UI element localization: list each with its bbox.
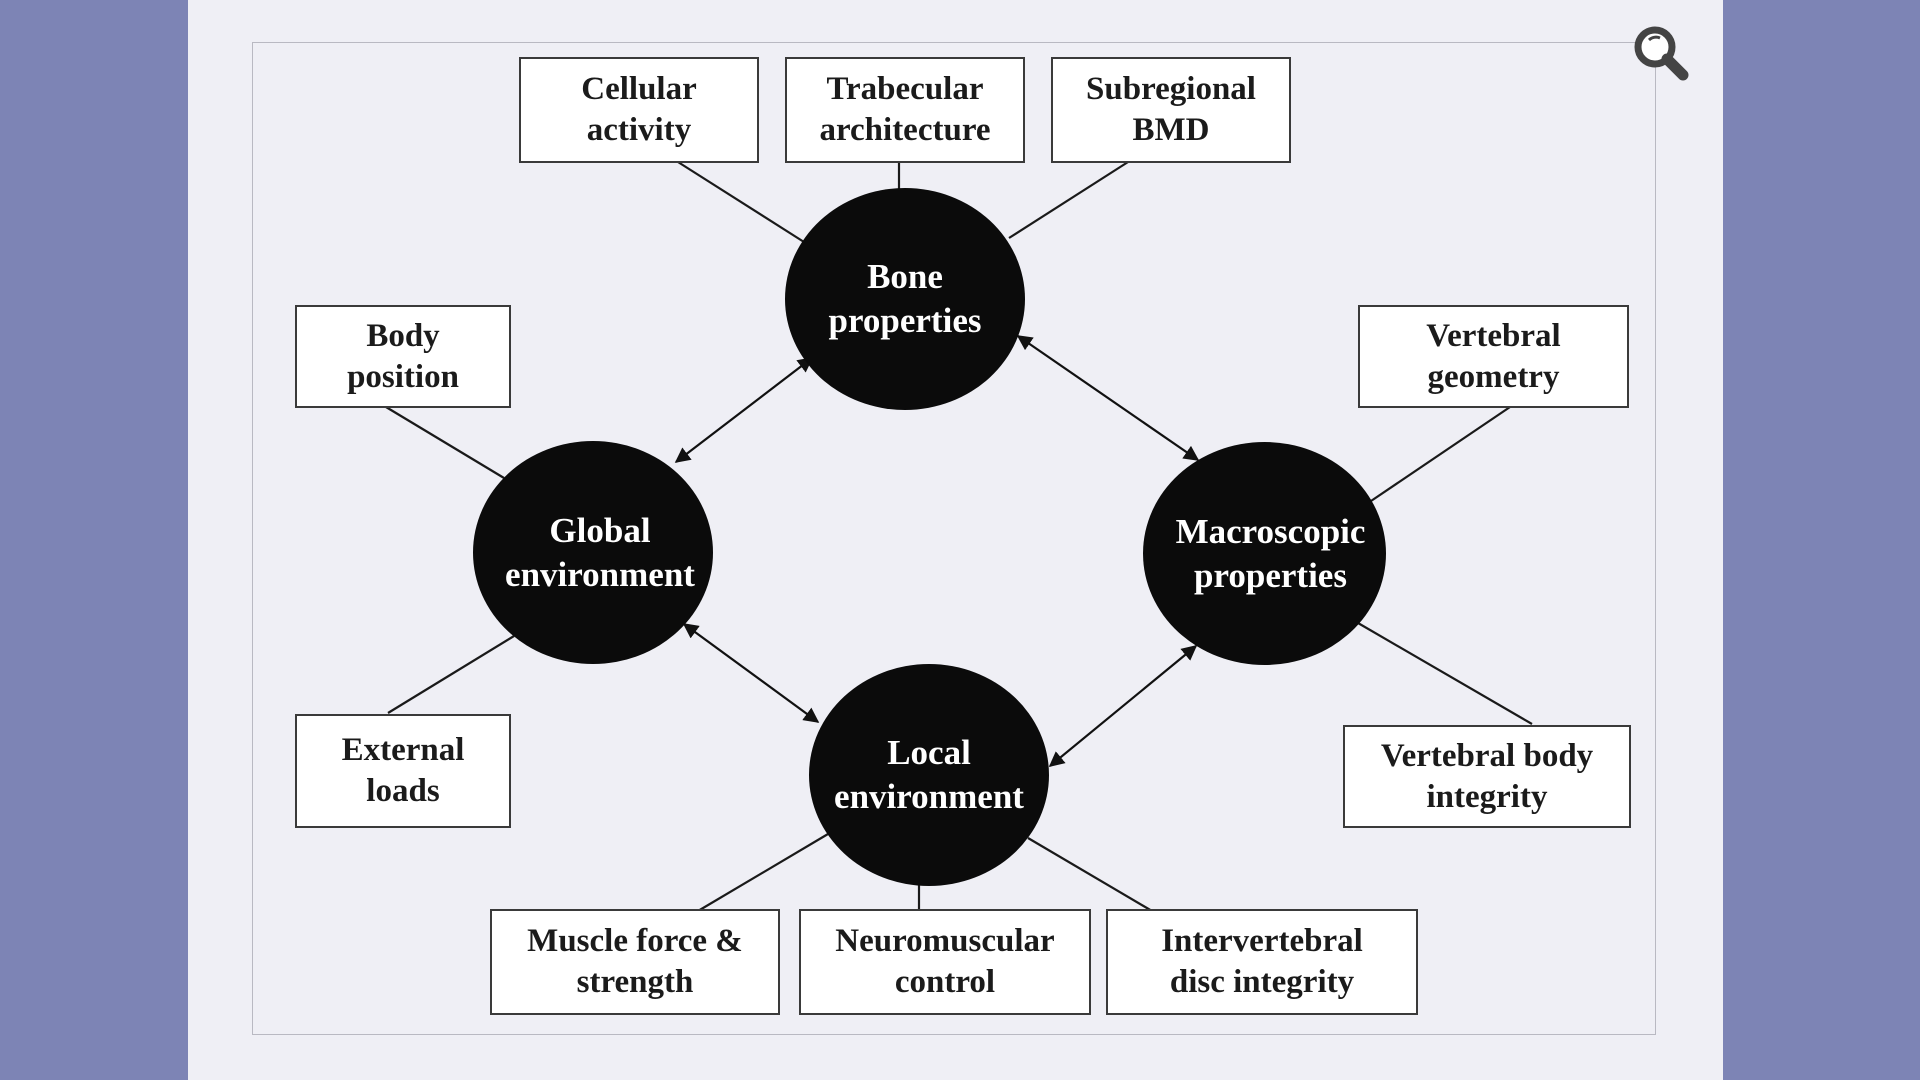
box-body-position-label: Body position: [347, 317, 459, 395]
box-body-position: Body position: [295, 305, 511, 408]
box-muscle-force: Muscle force & strength: [490, 909, 780, 1015]
node-local-environment: Local environment: [809, 664, 1049, 886]
arrow-global-local: [682, 623, 820, 723]
box-neuromuscular-control-label: Neuromuscular control: [835, 923, 1055, 1000]
diagram-frame: [252, 42, 1656, 1035]
node-bone-properties-label: Bone properties: [828, 257, 982, 340]
box-external-loads: External loads: [295, 714, 511, 828]
box-vertebral-geometry: Vertebral geometry: [1358, 305, 1629, 408]
arrow-local-macro: [1048, 645, 1198, 767]
box-subregional-bmd-label: Subregional BMD: [1086, 71, 1256, 148]
connector-cellular: [677, 161, 805, 243]
arrow-bone-macro: [1016, 335, 1200, 461]
connector-muscle: [697, 833, 829, 912]
connector-vertebral-geometry: [1370, 406, 1511, 502]
box-intervertebral-disc-label: Intervertebral disc integrity: [1161, 923, 1363, 1000]
node-local-environment-label: Local environment: [834, 733, 1024, 816]
box-vertebral-body-integrity: Vertebral body integrity: [1343, 725, 1631, 828]
connector-external-loads: [387, 635, 515, 714]
connector-body-position: [385, 406, 505, 479]
box-vertebral-geometry-label: Vertebral geometry: [1426, 317, 1561, 395]
box-neuromuscular-control: Neuromuscular control: [799, 909, 1091, 1015]
connector-vertebral-body: [1357, 622, 1533, 725]
magnifier-icon[interactable]: [1629, 21, 1693, 85]
node-global-environment: Global environment: [473, 441, 713, 664]
diagram-connectors: [385, 161, 1533, 912]
box-vertebral-body-integrity-label: Vertebral body integrity: [1380, 737, 1594, 815]
node-macroscopic-properties-label: Macroscopic properties: [1175, 511, 1366, 595]
connector-intervertebral: [1027, 837, 1153, 912]
box-trabecular-architecture: Trabecular architecture: [785, 57, 1025, 163]
box-trabecular-architecture-label: Trabecular architecture: [819, 71, 991, 148]
node-bone-properties: Bone properties: [785, 188, 1025, 410]
connector-subregional: [1008, 161, 1129, 239]
box-external-loads-label: External loads: [341, 732, 465, 809]
box-cellular-activity-label: Cellular activity: [581, 71, 697, 148]
box-intervertebral-disc: Intervertebral disc integrity: [1106, 909, 1418, 1015]
box-cellular-activity: Cellular activity: [519, 57, 759, 163]
box-subregional-bmd: Subregional BMD: [1051, 57, 1291, 163]
node-macroscopic-properties: Macroscopic properties: [1143, 442, 1386, 665]
figure-panel: Bone properties Global environment Macro…: [188, 0, 1723, 1080]
box-muscle-force-label: Muscle force & strength: [527, 923, 743, 1000]
node-global-environment-label: Global environment: [505, 510, 695, 594]
arrow-bone-global: [674, 357, 814, 463]
